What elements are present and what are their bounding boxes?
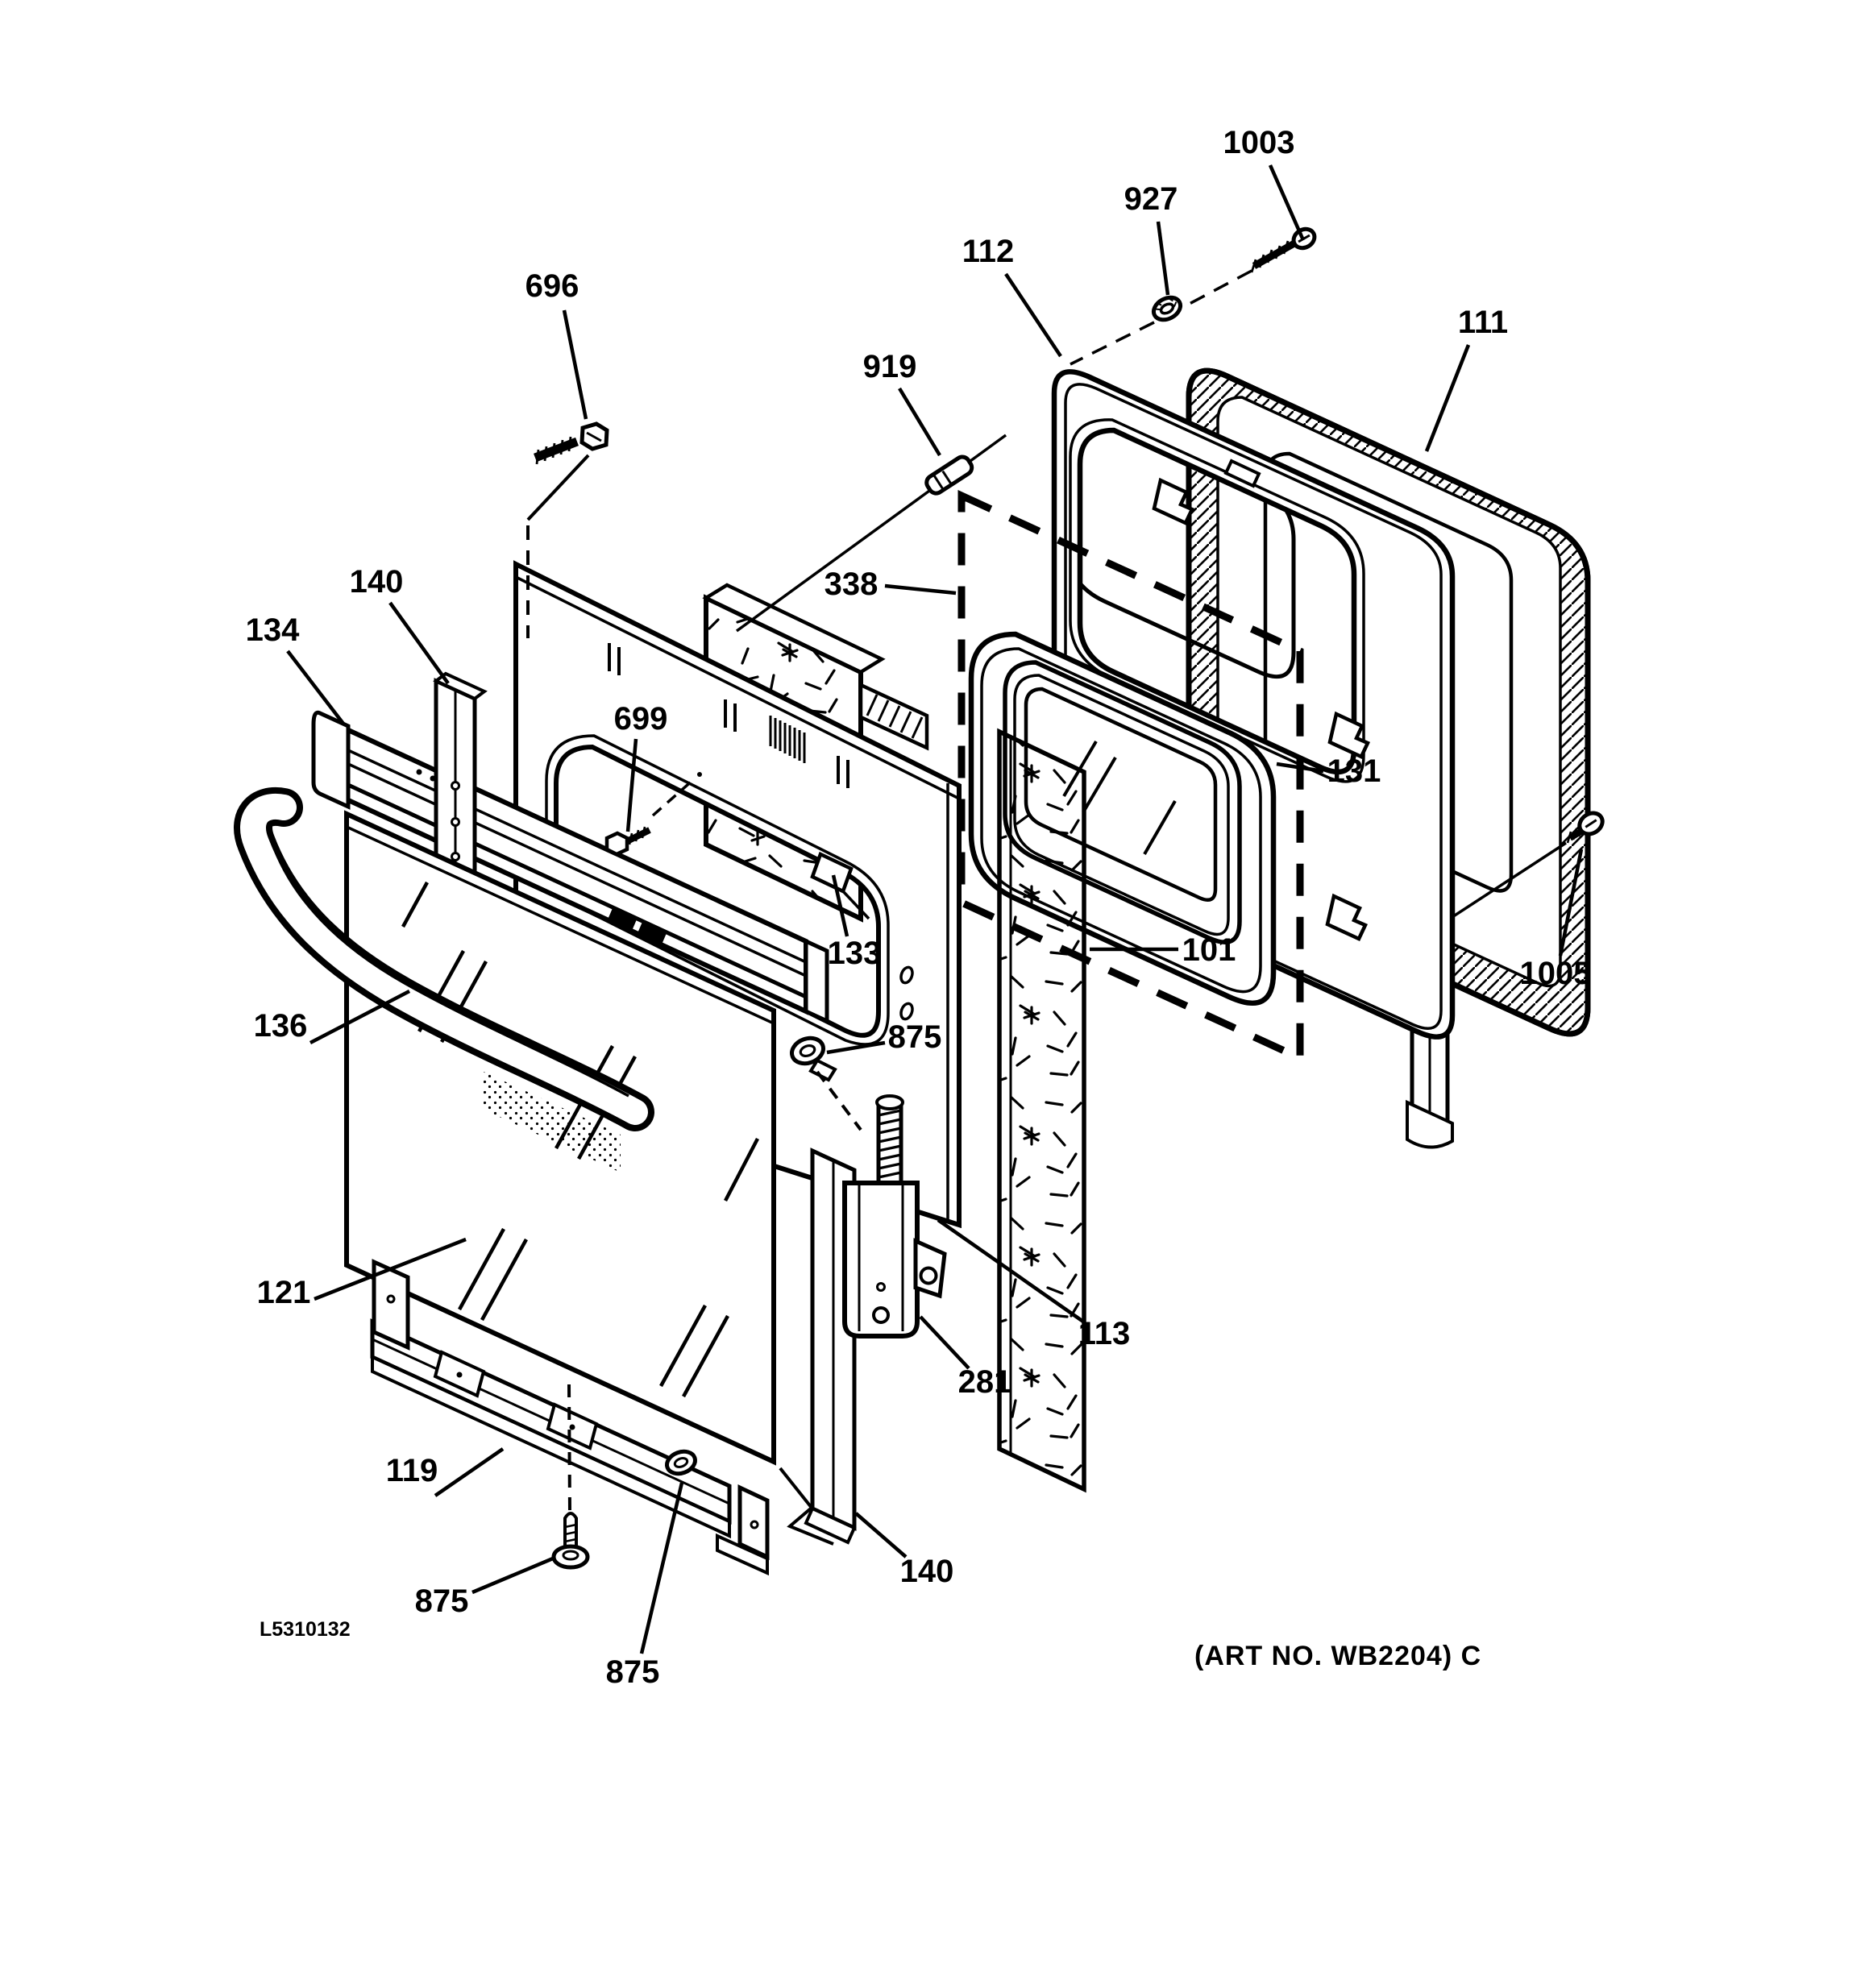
part-label-113-17: 113	[1078, 1316, 1131, 1351]
hinge-assembly-281	[842, 1094, 947, 1338]
callouts: 696 1003 927 112 111 919 140 134 338 699 131 133 101…	[246, 125, 1592, 1690]
part-label-927-2: 927	[1124, 181, 1178, 217]
part-label-1005-13: 1005	[1520, 956, 1592, 991]
drawing-number: L5310132	[260, 1618, 351, 1641]
part-label-119-19: 119	[386, 1453, 438, 1488]
part-label-875-20: 875	[415, 1583, 469, 1619]
leader-line-119-19	[434, 1447, 505, 1497]
leader-line-131-10	[1276, 762, 1324, 774]
part-label-101-12: 101	[1182, 932, 1236, 968]
panel-hatch-patch	[769, 716, 806, 763]
leader-line-875-20	[471, 1556, 554, 1595]
part-label-121-16: 121	[257, 1275, 311, 1310]
screw-875-bottom-left	[551, 1384, 590, 1570]
part-label-134-7: 134	[246, 612, 300, 648]
roller-pin-919	[735, 434, 1007, 633]
washer-927	[1151, 295, 1183, 322]
leader-line-875-22	[639, 1482, 684, 1654]
leader-line-919-5	[898, 387, 941, 457]
leader-line-121-16	[314, 1237, 467, 1301]
handle-shadow-stipple	[484, 1072, 621, 1172]
art-number: (ART NO. WB2204) C	[1194, 1641, 1481, 1671]
leader-line-140-21	[854, 1512, 908, 1558]
leader-line-699-9	[625, 738, 638, 832]
leader-line-134-7	[286, 650, 345, 725]
part-label-338-8: 338	[825, 567, 879, 602]
leader-line-927-2	[1156, 221, 1170, 296]
part-label-133-11: 133	[828, 936, 882, 971]
part-label-696-0: 696	[525, 268, 579, 304]
leader-line-113-17	[937, 1218, 1085, 1323]
window-seal-338	[957, 489, 1304, 1065]
leader-line-875-15	[826, 1040, 886, 1055]
leader-line-111-4	[1424, 344, 1471, 452]
part-label-112-3: 112	[962, 234, 1015, 269]
leader-line-338-8	[884, 583, 957, 596]
leader-line-133-11	[831, 874, 849, 937]
part-label-140-6: 140	[350, 564, 404, 600]
bottom-rail-119	[370, 1259, 834, 1576]
part-label-699-9: 699	[614, 701, 668, 737]
part-label-140-21: 140	[900, 1554, 954, 1589]
leader-line-1003-1	[1268, 164, 1306, 241]
part-label-875-22: 875	[606, 1654, 660, 1690]
part-label-1003-1: 1003	[1223, 125, 1295, 160]
screw-875-middle	[790, 1036, 862, 1131]
leader-line-281-18	[919, 1315, 970, 1370]
part-label-875-15: 875	[888, 1019, 942, 1055]
part-label-281-18: 281	[958, 1364, 1012, 1400]
leader-line-140-6	[388, 601, 450, 685]
insulation-batt-101	[997, 728, 1086, 1493]
screw-875-bottom-middle	[665, 1449, 697, 1476]
part-label-131-10: 131	[1327, 753, 1381, 789]
screw-699	[604, 772, 702, 857]
part-label-136-14: 136	[254, 1008, 308, 1044]
leader-line-136-14	[309, 990, 411, 1044]
part-label-919-5: 919	[863, 349, 917, 384]
bolt-696	[526, 421, 609, 638]
panel-slots	[608, 643, 849, 788]
leader-line-696-0	[562, 309, 588, 420]
screw-1003	[1070, 226, 1317, 366]
leader-line-1005-13	[1558, 849, 1584, 957]
door-handle-136	[234, 787, 654, 1172]
leader-line-112-3	[1004, 272, 1062, 358]
part-label-111-4: 111	[1458, 305, 1508, 340]
